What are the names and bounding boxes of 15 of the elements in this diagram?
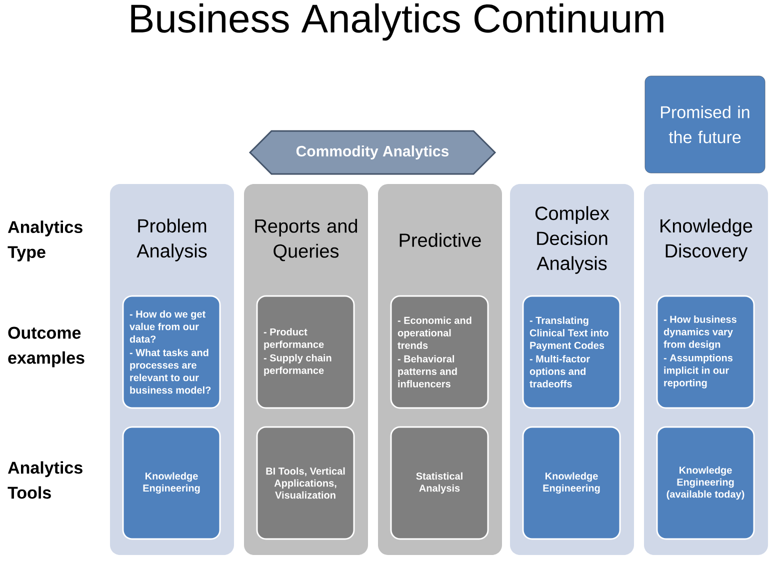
row-label: Analytics Tools: [8, 461, 82, 499]
tool-box: Statistical Analysis: [390, 426, 489, 540]
note-box: Promised in the future: [644, 76, 766, 174]
outcome-box: - Economic and operational trends - Behavioral patterns and influencers: [390, 295, 489, 409]
row-label: Analytics Type: [8, 220, 82, 262]
tool-box: Knowledge Engineering (available today): [656, 426, 755, 540]
row-label: Outcome examples: [8, 326, 84, 368]
outcome-box: - Product performance - Supply chain performance: [256, 295, 355, 409]
tool-box: Knowledge Engineering: [122, 426, 221, 540]
tool-box: Knowledge Engineering: [522, 426, 621, 540]
outcome-box: - Translating Clinical Text into Payment Codes - Multi-factor options and tradeoffs: [522, 295, 621, 409]
tool-box: BI Tools, Vertical Applications, Visualization: [256, 426, 355, 540]
title: Business Analytics Continuum: [131, 3, 664, 41]
outcome-box: - How do we get value from our data? - What tasks and processes are relevant to our business model?: [122, 295, 221, 409]
outcome-box: - How business dynamics vary from design - Assumptions implicit in our reporting: [656, 295, 755, 409]
